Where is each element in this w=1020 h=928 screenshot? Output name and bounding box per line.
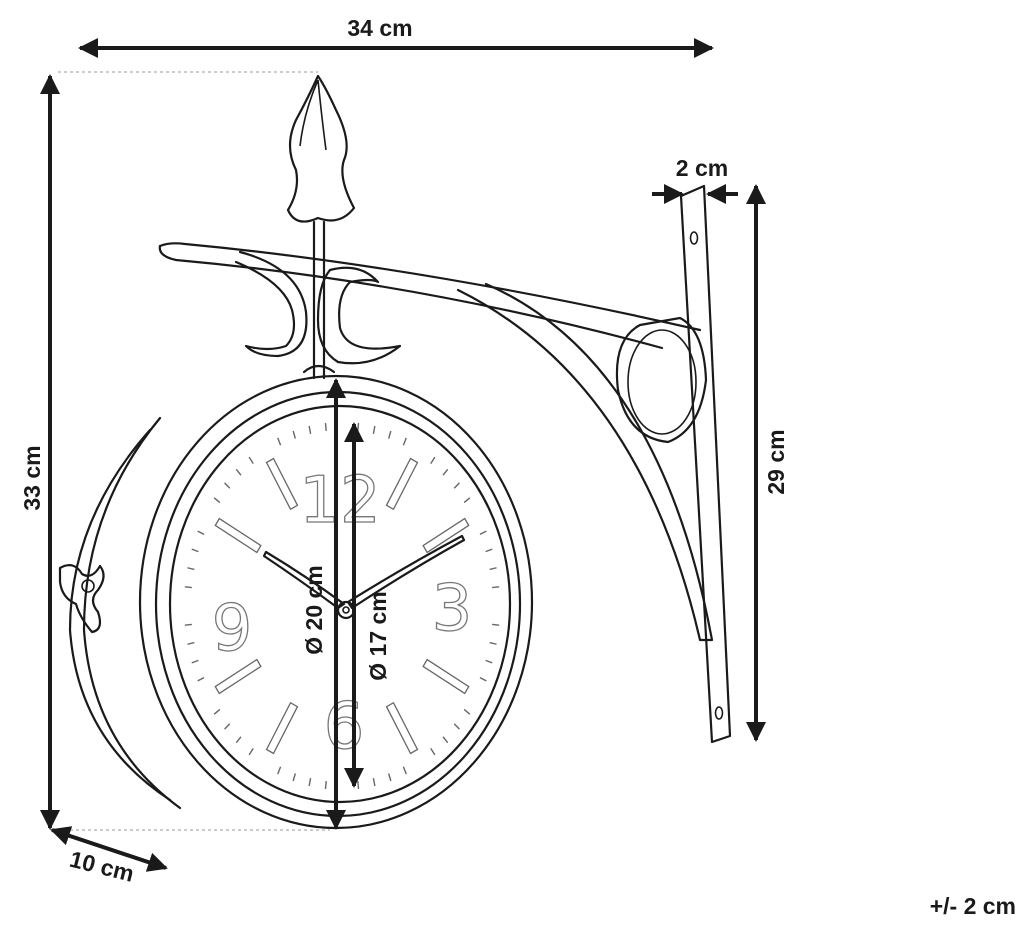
minute-tick (489, 641, 497, 645)
minute-tick (292, 773, 297, 782)
minute-tick (191, 659, 199, 664)
height-label: 33 cm (19, 445, 45, 510)
minute-tick (492, 586, 500, 589)
minute-tick (248, 748, 254, 756)
width-dimension: 34 cm (78, 15, 714, 58)
hour-index (214, 517, 262, 554)
depth-dimension: 10 cm (50, 826, 168, 887)
minute-tick (277, 437, 282, 446)
minute-tick (387, 430, 392, 439)
minute-tick (402, 437, 407, 446)
minute-tick (357, 780, 360, 790)
minute-tick (308, 778, 312, 787)
minute-tick (463, 708, 471, 715)
outer-diameter-dimension: Ø 20 cm (301, 378, 346, 830)
minute-tick (213, 708, 221, 715)
hour-markers (214, 457, 470, 755)
minute-tick (224, 723, 231, 730)
minute-tick (248, 456, 254, 464)
height-dimension: 33 cm (19, 74, 60, 830)
hour-index (385, 457, 419, 511)
minute-tick (430, 456, 436, 464)
minute-tick (479, 676, 487, 682)
bracket-height-label: 29 cm (763, 429, 789, 494)
minute-tick (442, 736, 449, 744)
minute-tick (324, 422, 327, 432)
minute-tick (187, 641, 195, 645)
width-label: 34 cm (347, 15, 412, 41)
wall-bracket (158, 74, 732, 744)
minute-tick (387, 773, 392, 782)
minute-tick (235, 468, 242, 476)
minute-tick (184, 623, 192, 626)
hour-index (385, 701, 419, 755)
minute-tick (224, 482, 231, 489)
minute-tick (308, 425, 312, 434)
minute-tick (453, 723, 460, 730)
minute-tick (197, 676, 205, 682)
minute-tick (292, 430, 297, 439)
bracket-width-label: 2 cm (676, 155, 728, 181)
hour-index (265, 701, 299, 755)
minute-tick (489, 567, 497, 571)
dial-diameter-label: Ø 17 cm (365, 591, 391, 681)
numeral-6: 6 (324, 690, 365, 764)
minute-tick (463, 497, 471, 504)
numeral-3: 3 (432, 572, 473, 646)
latch-icon (58, 563, 105, 634)
minute-tick (324, 780, 327, 790)
minute-tick (485, 548, 493, 553)
minute-tick (187, 567, 195, 571)
minute-tick (235, 736, 242, 744)
hour-index (422, 658, 470, 695)
minute-tick (485, 659, 493, 664)
depth-label: 10 cm (67, 846, 137, 887)
numeral-12: 12 (299, 464, 380, 538)
clock-body: 12 3 6 9 (58, 374, 534, 830)
minute-tick (402, 766, 407, 775)
minute-tick (372, 425, 376, 434)
minute-tick (442, 468, 449, 476)
hour-index (265, 457, 299, 511)
hour-index (422, 517, 470, 554)
minute-tick (277, 766, 282, 775)
bracket-width-dimension: 2 cm (652, 155, 738, 204)
minute-tick (430, 748, 436, 756)
tolerance-note: +/- 2 cm (930, 893, 1016, 919)
minute-tick (197, 530, 205, 536)
bracket-height-dimension: 29 cm (746, 184, 789, 742)
minute-tick (191, 548, 199, 553)
minute-tick (357, 422, 360, 432)
minute-tick (492, 623, 500, 626)
minute-tick (453, 482, 460, 489)
minute-tick (184, 586, 192, 589)
outer-diameter-label: Ø 20 cm (301, 565, 327, 655)
minute-tick (479, 530, 487, 536)
numeral-9: 9 (212, 592, 253, 666)
hour-index (214, 658, 262, 695)
minute-tick (372, 778, 376, 787)
dial-diameter-dimension: Ø 17 cm (344, 422, 391, 788)
minute-tick (213, 497, 221, 504)
